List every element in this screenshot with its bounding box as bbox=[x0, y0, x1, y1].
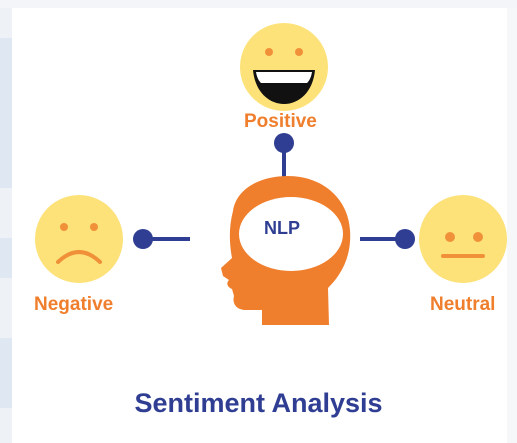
node-label-positive: Positive bbox=[244, 111, 317, 132]
page-edge-top bbox=[0, 0, 517, 8]
head-icon bbox=[221, 176, 351, 325]
connector-neutral bbox=[360, 229, 415, 249]
neutral-face-icon bbox=[419, 195, 507, 283]
page-edge-right bbox=[507, 8, 517, 443]
page-edge-left bbox=[0, 8, 12, 443]
center-label-nlp: NLP bbox=[264, 218, 300, 238]
node-label-neutral: Neutral bbox=[430, 294, 496, 315]
big-smile-face-icon bbox=[240, 23, 328, 111]
diagram-title: Sentiment Analysis bbox=[134, 388, 383, 418]
connector-negative bbox=[133, 229, 190, 249]
sad-face-icon bbox=[35, 195, 123, 283]
node-label-negative: Negative bbox=[34, 294, 114, 315]
